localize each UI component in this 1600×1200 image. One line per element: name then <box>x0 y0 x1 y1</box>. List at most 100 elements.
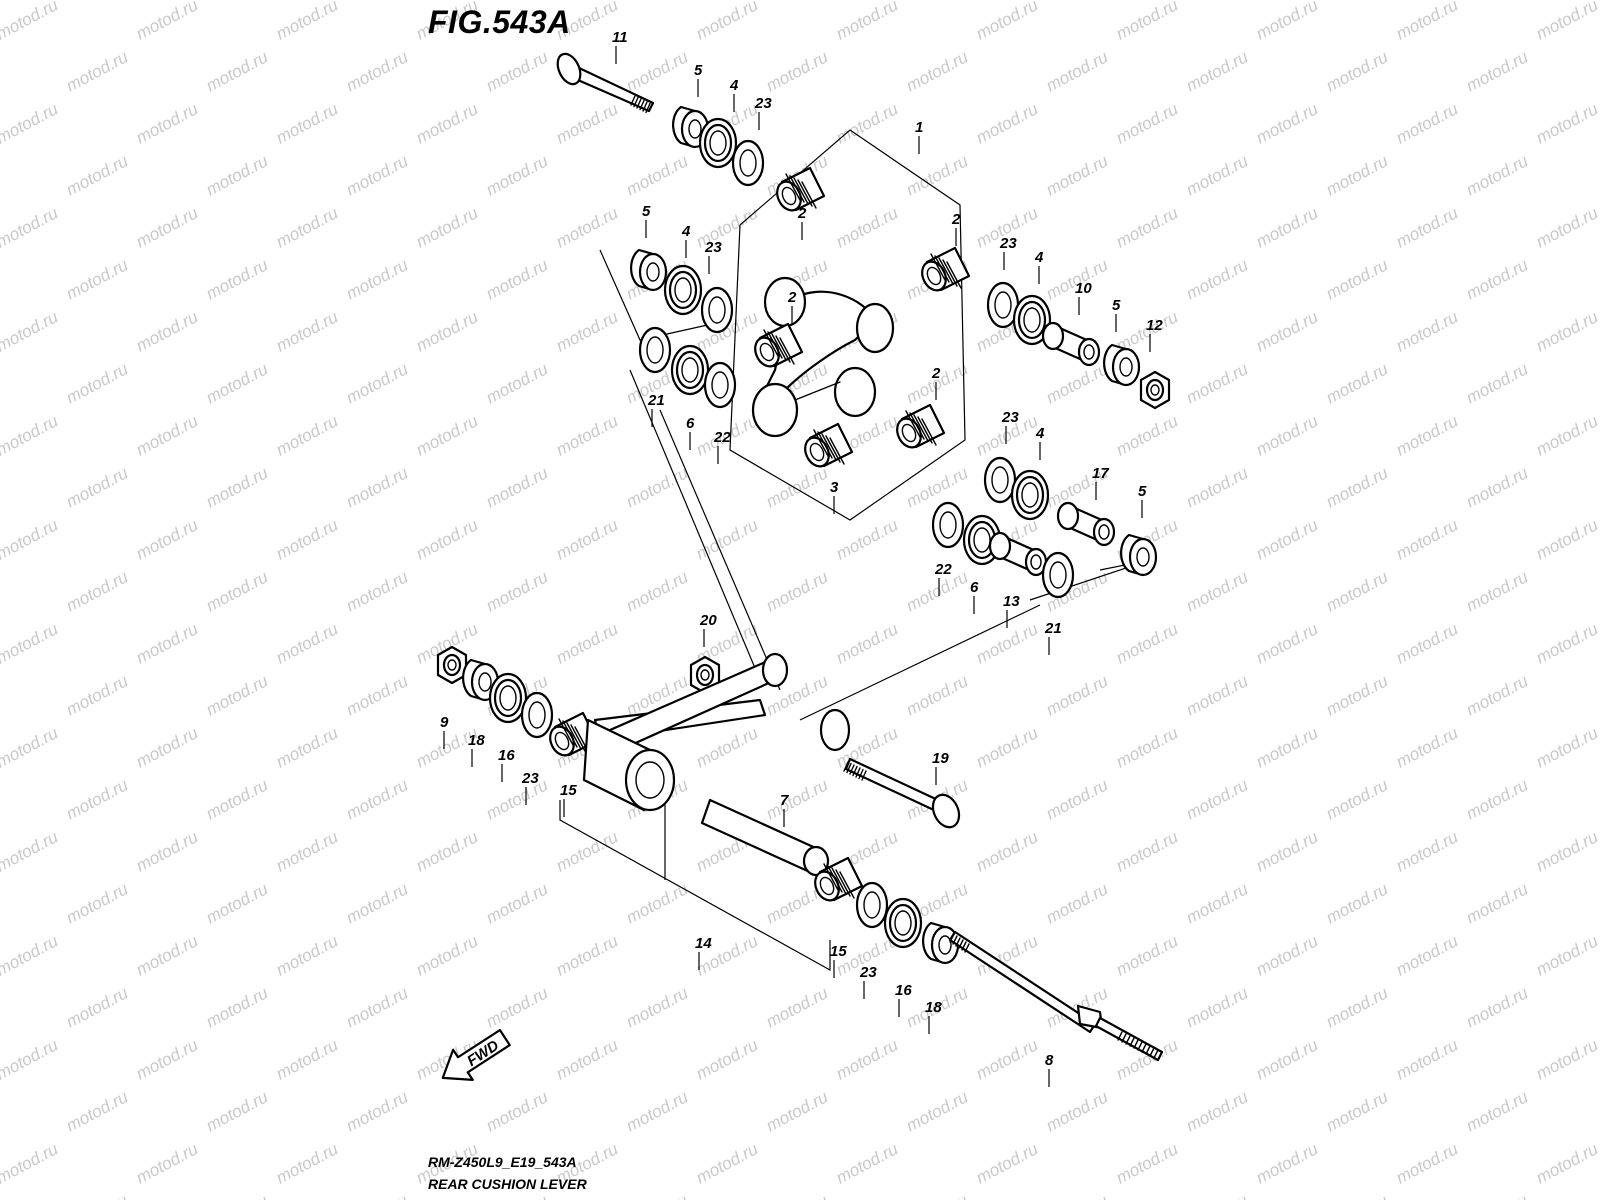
seal-lip <box>888 903 918 943</box>
collar-part-17 <box>1056 501 1116 547</box>
bearing-roller <box>917 416 933 444</box>
watermark-text: motod.ru <box>1323 775 1392 824</box>
watermark-text: motod.ru <box>1463 983 1532 1032</box>
callout-label: 23 <box>754 95 772 112</box>
watermark-text: motod.ru <box>1113 0 1182 44</box>
watermark-text: motod.ru <box>0 827 62 876</box>
watermark-text: motod.ru <box>483 879 552 928</box>
watermark-text: motod.ru <box>1183 567 1252 616</box>
watermark-text: motod.ru <box>1393 0 1462 44</box>
bearing-roller <box>813 429 829 457</box>
bearing-roller <box>789 175 805 203</box>
bearing-roller <box>775 335 791 363</box>
callout-label: 10 <box>1075 280 1092 297</box>
bolt-head <box>556 52 582 86</box>
bolt-thread <box>1145 1045 1151 1055</box>
watermark-text: motod.ru <box>203 151 272 200</box>
watermark-text: motod.ru <box>1393 203 1462 252</box>
watermark-text: motod.ru <box>1533 307 1600 356</box>
watermark-text: motod.ru <box>553 203 622 252</box>
watermark-text: motod.ru <box>273 619 342 668</box>
watermark-text: motod.ru <box>0 411 62 460</box>
watermark-text: motod.ru <box>1533 99 1600 148</box>
watermark-text: motod.ru <box>1323 983 1392 1032</box>
washer-part-23 <box>731 139 765 187</box>
bearing-roller <box>801 181 817 209</box>
watermark-text: motod.ru <box>1253 99 1322 148</box>
callout-label: 2 <box>951 211 961 228</box>
watermark-text: motod.ru <box>133 619 202 668</box>
watermark-text: motod.ru <box>1043 775 1112 824</box>
watermark-text: motod.ru <box>763 567 832 616</box>
collar-bore <box>1098 524 1110 540</box>
bolt-thread <box>861 770 867 781</box>
watermark-text: motod.ru <box>483 1087 552 1136</box>
bolt-thread <box>952 935 958 945</box>
collar-end <box>988 531 1012 561</box>
washer-part-23 <box>986 281 1020 329</box>
seal-hole <box>1021 482 1039 508</box>
callout-label: 23 <box>704 239 722 256</box>
watermark-text: motod.ru <box>1253 515 1322 564</box>
watermark-text: motod.ru <box>413 931 482 980</box>
seal-hole <box>1023 307 1041 333</box>
watermark-text: motod.ru <box>203 47 272 96</box>
bearing-roller <box>779 337 795 365</box>
bolt-thread <box>858 768 864 780</box>
watermark-text: motod.ru <box>1323 671 1392 720</box>
watermark-text: motod.ru <box>1113 827 1182 876</box>
watermark-text: motod.ru <box>553 931 622 980</box>
watermark-text: motod.ru <box>273 1035 342 1084</box>
watermark-text: motod.ru <box>1533 827 1600 876</box>
watermark-text: motod.ru <box>273 203 342 252</box>
watermark-text: motod.ru <box>63 463 132 512</box>
spacer-part-5 <box>672 105 710 149</box>
bolt-thread <box>843 761 849 772</box>
callout-label: 4 <box>1034 249 1044 266</box>
callout-label: 4 <box>1035 425 1045 442</box>
bearing-roller <box>946 261 962 289</box>
washer-outer <box>638 326 672 374</box>
bolt-thread <box>849 764 855 775</box>
spacer-part-5 <box>1120 533 1158 577</box>
callout-label: 23 <box>1001 409 1019 426</box>
callout-label: 19 <box>932 750 949 767</box>
bearing-roller <box>909 412 925 440</box>
callout-label: 21 <box>647 392 665 409</box>
watermark-text: motod.ru <box>833 1139 902 1188</box>
watermark-text: motod.ru <box>63 983 132 1032</box>
watermark-text: motod.ru <box>0 203 62 252</box>
watermark-text: motod.ru <box>973 0 1042 44</box>
watermark-text: motod.ru <box>1533 1035 1600 1084</box>
watermark-text: motod.ru <box>1323 1087 1392 1136</box>
watermark-text: motod.ru <box>1463 151 1532 200</box>
spacer-part-5 <box>630 248 668 292</box>
bolt-thread <box>955 937 961 947</box>
nut-hole <box>447 659 457 671</box>
callout-label: 2 <box>787 289 797 306</box>
nut-flange <box>695 663 715 687</box>
bearing-bore <box>926 266 942 286</box>
watermark-text: motod.ru <box>1253 411 1322 460</box>
watermark-text: motod.ru <box>343 567 412 616</box>
callout-label: 16 <box>498 747 515 764</box>
watermark-text: motod.ru <box>273 723 342 772</box>
watermark-text: motod.ru <box>623 463 692 512</box>
bearing-bore <box>809 442 825 462</box>
bearing-roller <box>934 255 950 283</box>
callout-label: 5 <box>642 203 651 220</box>
watermark-text: motod.ru <box>273 515 342 564</box>
watermark-text: motod.ru <box>273 411 342 460</box>
bolt-thread <box>855 767 861 778</box>
watermark-text: motod.ru <box>273 1139 342 1188</box>
watermark-text: motod.ru <box>1183 463 1252 512</box>
washer-hole <box>863 891 881 919</box>
seal-hole <box>681 357 699 383</box>
callout-label: 15 <box>560 782 577 799</box>
bearing-roller <box>570 724 586 752</box>
watermark-text: motod.ru <box>623 1191 692 1200</box>
bolt-head-right-part-19 <box>843 757 961 829</box>
watermark-text: motod.ru <box>343 463 412 512</box>
washer-outer <box>700 286 734 334</box>
